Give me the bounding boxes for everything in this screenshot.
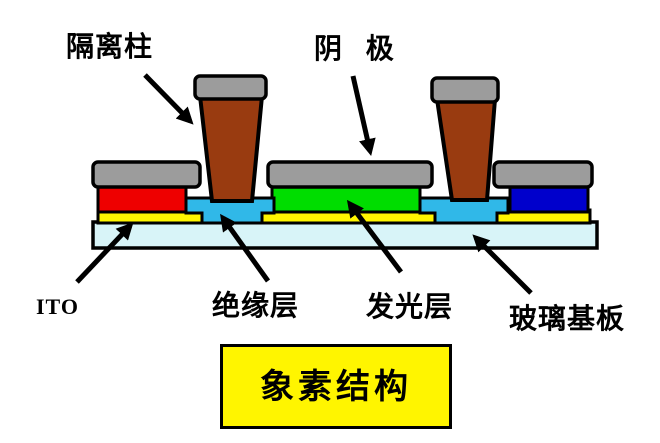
emitting-arrow bbox=[346, 199, 403, 274]
insulation-arrow bbox=[220, 213, 271, 283]
cathode-strip-middle bbox=[266, 160, 434, 189]
isolation-pillar-right bbox=[434, 97, 498, 202]
cathode-label: 阴 极 bbox=[314, 33, 395, 64]
title-box: 象素结构 bbox=[220, 344, 452, 429]
emitting-layer-label: 发光层 bbox=[366, 291, 454, 322]
isolation-pillar-left-cap bbox=[193, 74, 268, 101]
isolation-pillar-label: 隔离柱 bbox=[66, 31, 154, 62]
glass-substrate-label: 玻璃基板 bbox=[509, 303, 626, 334]
insulation-block-left bbox=[184, 196, 276, 225]
green-emitting-layer bbox=[270, 184, 422, 214]
insulation-layer-label: 绝缘层 bbox=[212, 290, 300, 321]
isolation-pillar-right-cap bbox=[430, 76, 500, 104]
substrate-arrow bbox=[472, 234, 533, 295]
red-emitting-layer bbox=[96, 183, 188, 214]
blue-emitting-layer bbox=[508, 184, 590, 214]
insulation-block-right bbox=[418, 196, 510, 225]
isolation-pillar-left bbox=[197, 94, 265, 203]
ito-arrow bbox=[75, 222, 134, 284]
cathode-strip-left bbox=[91, 160, 202, 189]
cathode-strip-right bbox=[492, 160, 594, 189]
cathode-arrow bbox=[350, 75, 376, 156]
ito-label: ITO bbox=[36, 294, 79, 319]
isolation-pillar-arrow bbox=[143, 73, 194, 125]
title-label: 象素结构 bbox=[260, 367, 412, 406]
glass-substrate-layer bbox=[91, 220, 599, 250]
